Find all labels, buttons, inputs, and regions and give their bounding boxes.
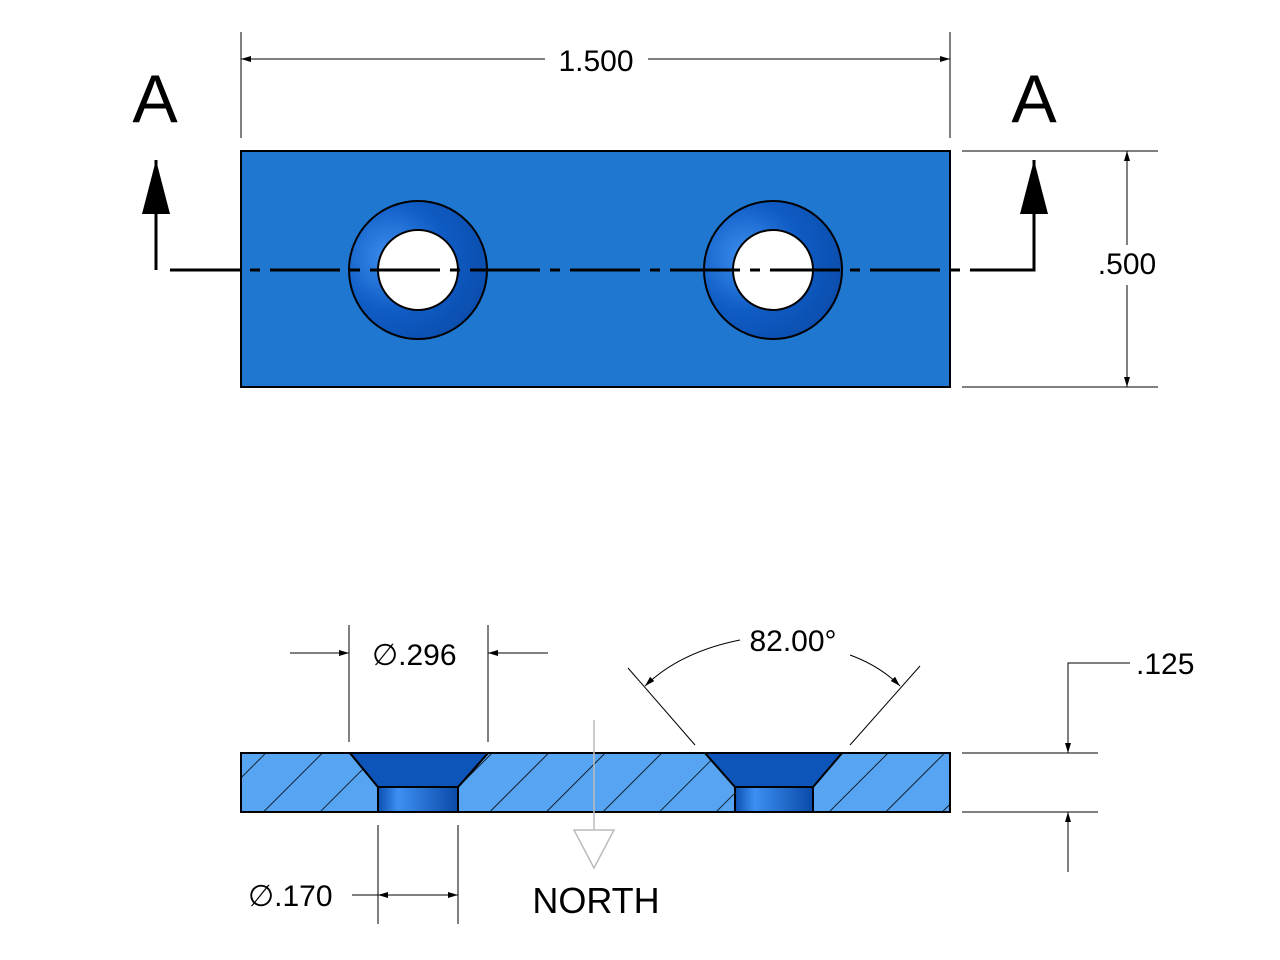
section-label-right: A (1011, 61, 1057, 137)
thickness-dimension: .125 (1136, 648, 1194, 681)
section-view: ∅.296 ∅.170 82.00° .125 NORTH (240, 625, 1194, 924)
dimension-leader (1065, 662, 1130, 753)
through-hole-1 (377, 786, 459, 813)
top-view: 1.500 A A .500 (132, 32, 1158, 388)
section-hatch (240, 752, 951, 813)
section-arrow-right (1000, 160, 1036, 272)
north-label: NORTH (532, 880, 659, 921)
north-arrow-icon (572, 829, 616, 870)
angle-arc (644, 639, 741, 687)
angle-arc (849, 654, 901, 687)
through-hole-2 (734, 786, 814, 813)
height-dimension: .500 (1098, 248, 1156, 281)
width-dimension: 1.500 (558, 45, 633, 78)
arrow-up-icon (142, 160, 170, 214)
extension-line (849, 665, 921, 746)
extension-line (627, 667, 696, 746)
counterbore-diameter: ∅.296 (372, 639, 457, 672)
arrow-up-icon (1020, 160, 1048, 214)
hole-diameter: ∅.170 (248, 880, 333, 913)
angle-dimension: 82.00° (749, 625, 836, 658)
section-label-left: A (132, 61, 178, 137)
